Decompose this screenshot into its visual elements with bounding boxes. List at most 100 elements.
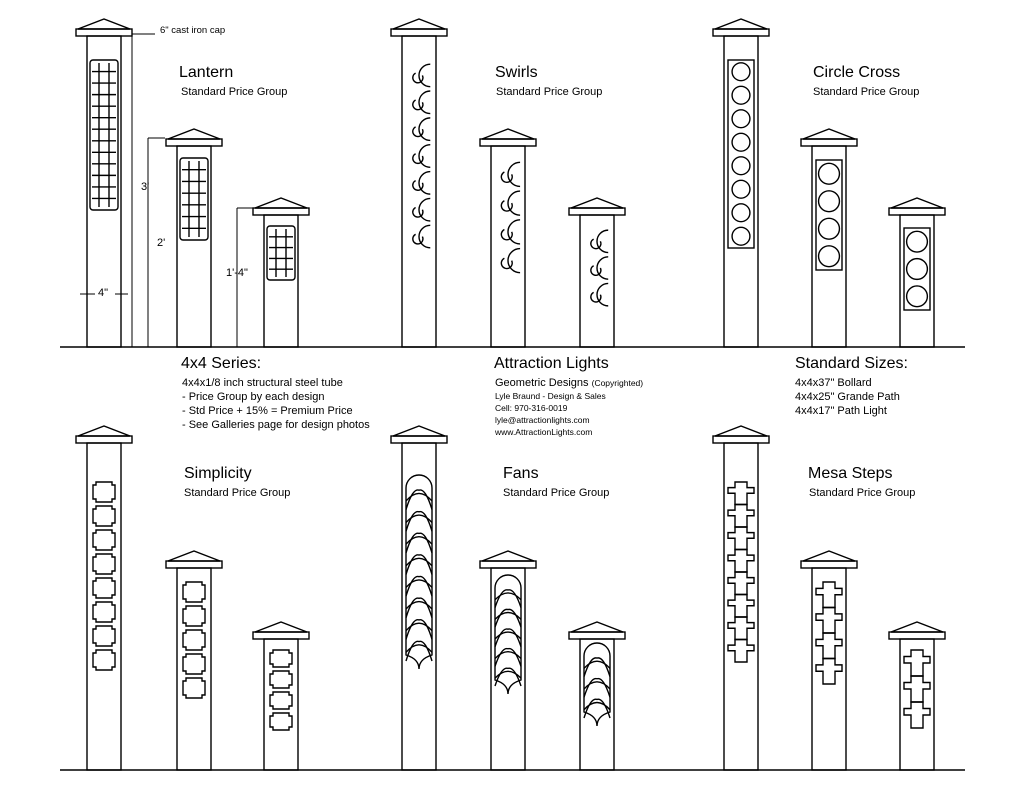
post-body bbox=[579, 214, 615, 348]
company-copyright: (Copyrighted) bbox=[591, 378, 644, 388]
series-line: - See Galleries page for design photos bbox=[182, 419, 370, 431]
fan-arc bbox=[494, 589, 522, 608]
fan-arc bbox=[494, 631, 522, 640]
post-lantern-bollard bbox=[75, 18, 133, 348]
mesa-step-cutout bbox=[727, 548, 755, 573]
fan-arc bbox=[405, 535, 433, 545]
fan-arc bbox=[494, 608, 522, 628]
series-line: - Std Price + 15% = Premium Price bbox=[182, 405, 353, 417]
post-cap bbox=[568, 207, 626, 216]
square-cutout bbox=[92, 577, 116, 599]
swirl-outer bbox=[507, 247, 521, 274]
square-cutout bbox=[269, 712, 293, 731]
mesa-step-cutout bbox=[727, 571, 755, 596]
swirl-outer bbox=[507, 161, 521, 188]
series-line: - Price Group by each design bbox=[182, 391, 325, 403]
design-group-mesa-steps: Standard Price Group bbox=[809, 487, 916, 499]
square-cutout bbox=[182, 605, 206, 627]
mesa-step-cutout bbox=[815, 581, 843, 609]
post-lantern-grande bbox=[165, 128, 223, 348]
mesa-step-cutout bbox=[727, 526, 755, 551]
swirl-outer bbox=[418, 170, 431, 195]
circle-cutout bbox=[905, 257, 929, 281]
post-cap bbox=[888, 207, 946, 216]
circle-cutout bbox=[731, 62, 751, 82]
mesa-step-cutout bbox=[903, 649, 931, 677]
cap-note: 6" cast iron cap bbox=[160, 25, 226, 36]
post-fans-bollard bbox=[390, 425, 448, 771]
fan-arc bbox=[494, 667, 522, 687]
post-body bbox=[86, 442, 122, 771]
swirl-outer bbox=[418, 144, 431, 168]
circle-cutout bbox=[731, 109, 751, 129]
swirl-outer bbox=[596, 229, 609, 254]
square-cutout bbox=[269, 670, 293, 689]
mesa-step-cutout bbox=[727, 481, 755, 506]
square-cutout bbox=[269, 649, 293, 668]
post-lantern-path bbox=[252, 197, 310, 348]
post-cap bbox=[390, 435, 448, 444]
post-body bbox=[263, 214, 299, 348]
post-body bbox=[86, 35, 122, 348]
circle-frame bbox=[815, 159, 843, 271]
swirl-outer bbox=[418, 224, 431, 249]
fan-arc bbox=[405, 579, 433, 588]
post-mesa-steps-grande bbox=[800, 550, 858, 771]
swirl-inner bbox=[590, 265, 602, 276]
swirl-outer bbox=[418, 197, 431, 222]
company-name: Attraction Lights bbox=[494, 355, 609, 372]
fan-arc bbox=[494, 670, 522, 679]
post-cap-roof bbox=[802, 550, 856, 562]
design-title-simplicity: Simplicity bbox=[184, 465, 252, 482]
design-group-simplicity: Standard Price Group bbox=[184, 487, 291, 499]
post-cap-roof bbox=[714, 18, 768, 30]
lantern-frame bbox=[266, 225, 296, 281]
fan-arc bbox=[405, 597, 433, 618]
post-simplicity-bollard bbox=[75, 425, 133, 771]
post-cap-roof bbox=[167, 550, 221, 562]
mesa-step-cutout bbox=[727, 593, 755, 618]
fan-frame bbox=[405, 474, 433, 670]
square-cutout bbox=[92, 553, 116, 575]
post-cap bbox=[479, 138, 537, 147]
fan-arc bbox=[583, 660, 611, 669]
company-subtitle: Geometric Designs (Copyrighted) bbox=[495, 377, 644, 389]
square-cutout bbox=[182, 677, 206, 699]
mesa-step-cutout bbox=[727, 638, 755, 663]
post-cap-roof bbox=[481, 550, 535, 562]
swirl-inner bbox=[412, 153, 424, 165]
swirl-inner bbox=[500, 228, 513, 241]
design-title-fans: Fans bbox=[503, 465, 539, 482]
fan-arc bbox=[405, 492, 433, 502]
square-cutout bbox=[269, 691, 293, 710]
swirl-inner bbox=[412, 126, 424, 138]
fan-arc bbox=[405, 510, 433, 532]
fan-arc bbox=[494, 592, 522, 601]
circle-cutout bbox=[817, 162, 841, 185]
fan-arc bbox=[583, 681, 611, 690]
dimension-4in: 4" bbox=[98, 287, 109, 299]
post-body bbox=[176, 145, 212, 348]
post-cap bbox=[390, 28, 448, 37]
square-cutout bbox=[92, 505, 116, 527]
post-body bbox=[811, 145, 847, 348]
fan-arc bbox=[583, 677, 611, 698]
circle-cutout bbox=[817, 217, 841, 240]
post-cap-roof bbox=[570, 621, 624, 633]
circle-cutout bbox=[731, 156, 751, 176]
swirl-inner bbox=[590, 291, 602, 303]
swirl-outer bbox=[596, 282, 609, 307]
fan-arc bbox=[405, 644, 433, 653]
fan-arc bbox=[405, 575, 433, 597]
post-mesa-steps-bollard bbox=[712, 425, 770, 771]
post-cap bbox=[568, 631, 626, 640]
swirl-outer bbox=[596, 256, 609, 280]
fan-arc bbox=[405, 619, 433, 640]
post-cap bbox=[252, 207, 310, 216]
post-fans-path bbox=[568, 621, 626, 771]
post-cap-roof bbox=[254, 621, 308, 633]
post-cap-roof bbox=[570, 197, 624, 209]
post-cap-roof bbox=[714, 425, 768, 437]
post-body bbox=[490, 145, 526, 348]
design-title-mesa-steps: Mesa Steps bbox=[808, 465, 893, 482]
